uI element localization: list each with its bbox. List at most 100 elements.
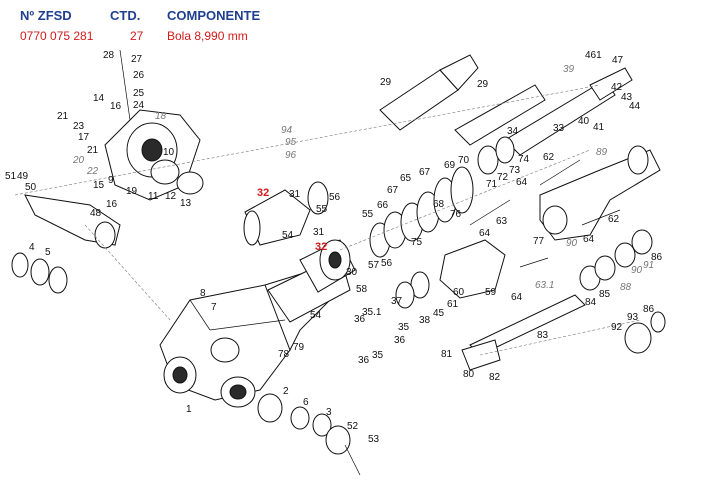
label-69: 69 [444,160,456,171]
label-64a: 64 [479,228,491,239]
label-41: 41 [593,122,605,133]
label-90b: 90 [631,265,643,276]
label-93: 93 [627,312,639,323]
label-64b: 64 [516,177,528,188]
label-43: 43 [621,92,633,103]
left-seals [11,252,68,294]
label-51: 51 [5,171,17,182]
label-49: 49 [17,171,29,182]
label-21b: 21 [87,145,99,156]
part-header: Nº ZFSD CTD. COMPONENTE 0770 075 281 27 … [0,8,300,48]
side-cover [104,109,204,201]
label-62a: 62 [543,152,555,163]
label-24: 24 [133,100,145,111]
label-36b: 36 [394,335,406,346]
label-71: 71 [486,179,498,190]
label-29a: 29 [380,77,392,88]
label-10: 10 [163,147,175,158]
label-36c: 36 [358,355,370,366]
component-heading: COMPONENTE [167,8,261,23]
bearings-right [579,229,666,354]
label-45: 45 [433,308,445,319]
label-461: 461 [585,50,602,61]
label-40: 40 [578,116,590,127]
label-57: 57 [368,260,380,271]
label-59: 59 [485,287,497,298]
label-95: 95 [285,137,297,148]
label-28: 28 [103,50,115,61]
label-88: 88 [620,282,632,293]
label-42: 42 [611,82,623,93]
label-50: 50 [25,182,37,193]
label-1: 1 [186,404,192,415]
label-48: 48 [90,208,102,219]
label-75: 75 [411,237,423,248]
label-79: 79 [293,342,305,353]
label-63: 63 [496,216,508,227]
piston-rings [307,136,515,258]
label-62b: 62 [608,214,620,225]
label-86b: 86 [643,304,655,315]
label-22: 22 [86,166,99,177]
label-80: 80 [463,369,475,380]
label-67b: 67 [419,167,431,178]
label-86a: 86 [651,252,663,263]
label-31b: 31 [313,227,325,238]
label-32a: 32 [257,187,269,199]
control-valve [395,239,506,309]
label-32b: 32 [315,241,327,253]
label-37: 37 [391,296,403,307]
label-29b: 29 [477,79,489,90]
label-12: 12 [165,191,177,202]
label-55a: 55 [316,204,328,215]
label-47: 47 [612,55,624,66]
label-65: 65 [400,173,412,184]
label-35-1: 35.1 [362,307,382,318]
label-31a: 31 [289,189,301,200]
label-35b: 35 [372,350,384,361]
label-17: 17 [78,132,90,143]
label-9: 9 [108,175,114,186]
label-3: 3 [326,407,332,418]
label-21a: 21 [57,111,69,122]
piston [319,239,351,281]
output-seals [257,393,351,455]
label-96: 96 [285,150,297,161]
label-34: 34 [507,126,519,137]
label-23: 23 [73,121,85,132]
label-58: 58 [356,284,368,295]
label-5: 5 [45,247,51,258]
label-89: 89 [596,147,608,158]
label-82: 82 [489,372,501,383]
label-25: 25 [133,88,145,99]
label-30: 30 [346,267,358,278]
label-92: 92 [611,322,623,333]
label-36a: 36 [354,314,366,325]
label-84: 84 [585,297,597,308]
label-66: 66 [377,200,389,211]
label-56a: 56 [329,192,341,203]
label-64d: 64 [511,292,523,303]
label-68: 68 [433,199,445,210]
label-19: 19 [126,186,138,197]
label-11: 11 [148,191,159,202]
label-61: 61 [447,299,459,310]
label-77: 77 [533,236,545,247]
label-81: 81 [441,349,453,360]
label-8: 8 [200,288,206,299]
part-labels: 1 2 3 4 5 6 7 8 9 10 11 12 13 14 15 16 1… [5,50,663,445]
label-64c: 64 [583,234,595,245]
label-16a: 16 [110,101,122,112]
label-54a: 54 [282,230,294,241]
label-94: 94 [281,125,293,136]
label-39: 39 [563,64,575,75]
label-53: 53 [368,434,380,445]
guide-lines [14,84,641,356]
label-44: 44 [629,101,641,112]
label-6: 6 [303,397,309,408]
label-18: 18 [155,111,167,122]
quantity-heading: CTD. [110,8,141,23]
label-4: 4 [29,242,35,253]
bolts [119,49,621,476]
